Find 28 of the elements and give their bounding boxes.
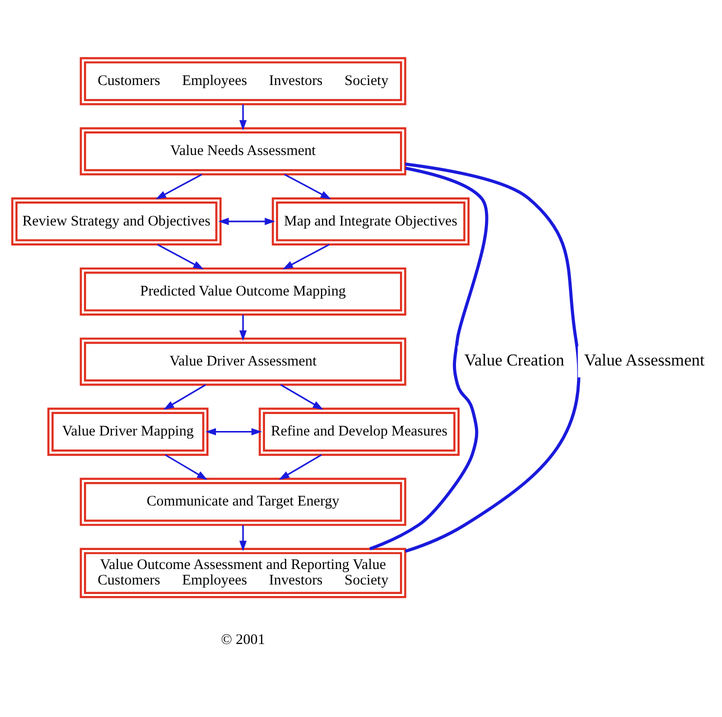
node-box: Value Driver Assessment — [80, 338, 406, 386]
connector — [404, 162, 580, 553]
label: © 2001 — [221, 632, 266, 648]
connector — [369, 166, 488, 550]
arrow — [218, 218, 276, 226]
arrow — [164, 454, 208, 480]
arrow — [163, 384, 206, 410]
node-box: Predicted Value Outcome Mapping — [80, 267, 406, 316]
node-box: Review Strategy and Objectives — [11, 197, 222, 246]
arrow — [278, 454, 322, 480]
arrow — [205, 428, 262, 436]
edge-label: Value Creation — [464, 350, 564, 370]
arrow — [239, 104, 247, 131]
arrow — [239, 525, 247, 552]
node-box: Value Needs Assessment — [80, 127, 406, 176]
arrow — [157, 244, 204, 270]
node-box: Customers Employees Investors Society — [80, 57, 406, 106]
node-box: Map and Integrate Objectives — [272, 197, 470, 246]
arrow — [239, 314, 247, 341]
node-box: Value Driver Mapping — [47, 408, 208, 456]
edge-label: Value Assessment — [584, 350, 705, 370]
arrow — [284, 174, 332, 200]
node-box: Value Outcome Assessment and Reporting Value Customers Employees Investors Society — [80, 548, 406, 598]
arrow — [156, 174, 202, 200]
node-box: Refine and Develop Measures — [258, 408, 460, 456]
arrow — [280, 384, 324, 410]
arrow — [282, 244, 330, 270]
node-box: Communicate and Target Energy — [80, 478, 406, 526]
